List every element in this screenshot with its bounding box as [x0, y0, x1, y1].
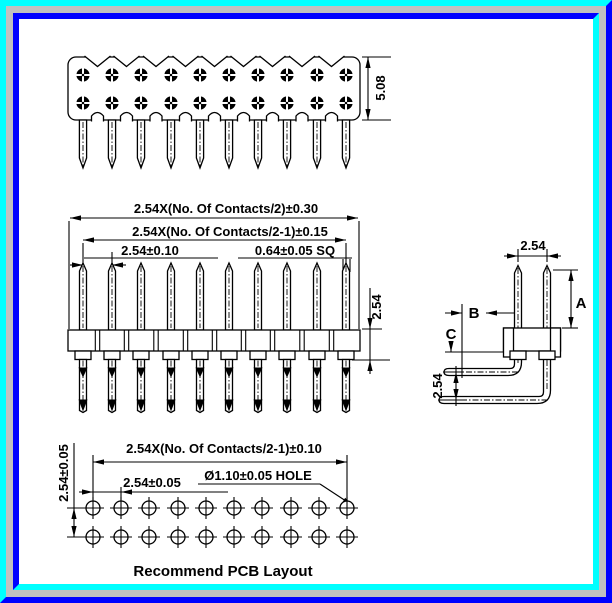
- front-view-pins-up: [78, 262, 351, 331]
- pcb-span-dimension: 2.54X(No. Of Contacts/2-1)±0.10: [92, 441, 348, 503]
- side-view-body: [502, 327, 562, 361]
- pcb-holes: [81, 496, 359, 549]
- dim-pcb-hole: Ø1.10±0.05 HOLE: [204, 468, 312, 483]
- side-view-pitch-dimension: 2.54: [504, 238, 561, 262]
- dim-side-pitch: 2.54: [520, 238, 546, 253]
- dim-label-a: A: [576, 295, 587, 312]
- pcb-layout-caption: Recommend PCB Layout: [133, 563, 312, 580]
- pcb-row-spacing-dimension: 2.54±0.05: [56, 443, 86, 538]
- dim-label-c: C: [446, 326, 457, 343]
- pcb-hole-dimension: Ø1.10±0.05 HOLE: [198, 468, 353, 506]
- dim-side-row-spacing: 2.54: [430, 373, 445, 399]
- dim-pin-square: 0.64±0.05 SQ: [255, 243, 335, 258]
- side-view: 2.54 A B C 2.54: [430, 238, 587, 406]
- front-view-pins-down: [77, 358, 352, 414]
- front-view-body: [67, 329, 361, 361]
- dim-pcb-pitch: 2.54±0.05: [123, 475, 181, 490]
- dim-contact-span: 2.54X(No. Of Contacts/2-1)±0.15: [132, 224, 328, 239]
- side-view-dim-c: C: [445, 326, 504, 353]
- dim-body-height: 2.54: [369, 294, 384, 320]
- pcb-pitch-dimension: 2.54±0.05: [79, 475, 228, 500]
- side-view-dim-a: A: [553, 269, 587, 329]
- side-view-dim-b: B: [445, 304, 514, 378]
- top-view-height-dimension: 5.08: [362, 56, 391, 121]
- dim-pitch: 2.54±0.10: [121, 243, 179, 258]
- front-view-body-height-dimension: 2.54: [352, 288, 390, 374]
- frame-middle-border: 5.08 2.54X(No. Of Contacts/2)±0.30 2.54X…: [6, 6, 606, 597]
- dim-pcb-row-spacing: 2.54±0.05: [56, 444, 71, 502]
- frame-inner-border: 5.08 2.54X(No. Of Contacts/2)±0.30 2.54X…: [13, 13, 599, 590]
- top-view: 5.08: [67, 55, 391, 169]
- dim-label-b: B: [469, 305, 480, 322]
- dim-overall: 2.54X(No. Of Contacts/2)±0.30: [134, 201, 318, 216]
- side-view-row-spacing-dimension: 2.54: [430, 366, 464, 406]
- dim-5-08: 5.08: [373, 75, 388, 100]
- dim-pcb-span: 2.54X(No. Of Contacts/2-1)±0.10: [126, 441, 322, 456]
- front-view: 2.54X(No. Of Contacts/2)±0.30 2.54X(No. …: [67, 201, 390, 414]
- front-view-dimensions: 2.54X(No. Of Contacts/2)±0.30 2.54X(No. …: [68, 201, 360, 329]
- pcb-layout: 2.54X(No. Of Contacts/2-1)±0.10 2.54±0.0…: [56, 441, 359, 580]
- connector-technical-drawing: 5.08 2.54X(No. Of Contacts/2)±0.30 2.54X…: [56, 55, 587, 580]
